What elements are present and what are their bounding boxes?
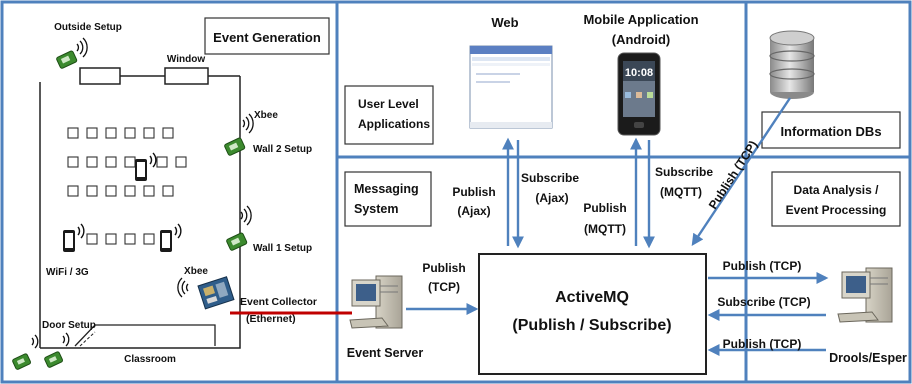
- messaging-system-label-box: [344, 171, 432, 227]
- information-dbs-label-box: [761, 111, 901, 149]
- phone-icon: [63, 223, 85, 252]
- classroom-outline: [74, 324, 216, 347]
- outside-window-box: [79, 67, 121, 85]
- user-level-label-line2: Applications: [358, 117, 430, 131]
- wireless-signal-icon: [76, 37, 88, 58]
- publish-tcp-server-line1: Publish: [422, 261, 465, 275]
- publish-tcp-server-line2: (TCP): [428, 280, 460, 294]
- drools-computer-icon: [837, 267, 893, 323]
- room-outline: [39, 75, 241, 349]
- subscribe-ajax-line2: (Ajax): [535, 191, 568, 205]
- messaging-system-panel: Messaging System Publish (Ajax) Subscrib…: [344, 97, 791, 375]
- information-dbs-label: Information DBs: [780, 124, 881, 139]
- wireless-signal-icon: [240, 205, 252, 226]
- data-analysis-line2: Event Processing: [786, 203, 887, 217]
- right-subscribe-label: Subscribe (TCP): [717, 295, 810, 309]
- window-box: [164, 67, 209, 85]
- wireless-signal-icon: [242, 113, 254, 134]
- right-publish-2-label: Publish (TCP): [723, 337, 802, 351]
- event-generation-label-box: [204, 17, 330, 55]
- broker-title: ActiveMQ: [555, 289, 629, 306]
- subscribe-mqtt-line1: Subscribe: [655, 165, 713, 179]
- publish-ajax-line2: (Ajax): [457, 204, 490, 218]
- door-setup-label: Door Setup: [42, 320, 96, 331]
- user-level-label-box: [344, 85, 434, 145]
- xbee-wall2-label: Xbee: [254, 110, 278, 121]
- wireless-signal-icon: [62, 332, 70, 347]
- data-analysis-panel: Data Analysis / Event Processing Publish…: [707, 171, 907, 365]
- messaging-label-line2: System: [354, 202, 398, 216]
- mobile-app-label-line1: Mobile Application: [583, 12, 698, 27]
- event-collector-board-icon: [197, 276, 235, 310]
- wireless-signal-icon: [177, 277, 189, 298]
- publish-ajax-line1: Publish: [452, 185, 495, 199]
- phone-icon: [160, 223, 182, 252]
- xbee-collector-label: Xbee: [184, 266, 208, 277]
- database-icon: [769, 30, 815, 99]
- event-server-label: Event Server: [347, 346, 424, 360]
- drools-esper-label: Drools/Esper: [829, 351, 907, 365]
- window-label: Window: [167, 54, 205, 65]
- broker-subtitle: (Publish / Subscribe): [512, 317, 671, 334]
- event-collector-label: Event Collector: [240, 296, 317, 308]
- publish-tcp-db-arrow: [691, 97, 791, 246]
- classroom-label: Classroom: [124, 354, 176, 365]
- publish-mqtt-line2: (MQTT): [584, 222, 626, 236]
- phone-clock: 10:08: [625, 67, 653, 79]
- wireless-signal-icon: [31, 334, 39, 349]
- activemq-broker-box: [478, 253, 707, 375]
- subscribe-ajax-line1: Subscribe: [521, 171, 579, 185]
- mobile-app-label-line2: (Android): [612, 32, 670, 47]
- android-phone-icon: 10:08: [617, 52, 661, 136]
- wifi-3g-label: WiFi / 3G: [46, 267, 89, 278]
- data-analysis-line1: Data Analysis /: [794, 183, 880, 197]
- browser-window-icon: [469, 45, 553, 129]
- sensor-node-icon: [224, 137, 246, 156]
- sensor-node-icon: [56, 50, 78, 69]
- data-analysis-label-box: [771, 171, 901, 227]
- user-level-panel: User Level Applications Web Mobile Appli…: [344, 12, 699, 145]
- event-server-computer-icon: [349, 275, 403, 329]
- phone-icon: [135, 152, 157, 181]
- outside-setup-label: Outside Setup: [54, 22, 122, 33]
- web-label: Web: [491, 15, 518, 30]
- wall2-setup-label: Wall 2 Setup: [253, 144, 312, 155]
- event-generation-panel: Event Generation Window Classroom: [12, 17, 352, 370]
- wall1-setup-label: Wall 1 Setup: [253, 243, 312, 254]
- publish-tcp-db-label: Publish (TCP): [706, 138, 761, 212]
- door-swing: [79, 331, 96, 347]
- sensor-node-icon: [226, 232, 248, 251]
- publish-mqtt-line1: Publish: [583, 201, 626, 215]
- sensor-node-icon: [12, 353, 31, 370]
- information-dbs-panel: Information DBs: [761, 30, 901, 149]
- messaging-label-line1: Messaging: [354, 182, 419, 196]
- ethernet-label: (Ethernet): [246, 313, 296, 325]
- subscribe-mqtt-line2: (MQTT): [660, 185, 702, 199]
- user-level-label-line1: User Level: [358, 97, 419, 111]
- right-publish-1-label: Publish (TCP): [723, 259, 802, 273]
- desk-grid: [67, 127, 187, 245]
- event-generation-label: Event Generation: [213, 30, 321, 45]
- sensor-node-icon: [44, 351, 63, 368]
